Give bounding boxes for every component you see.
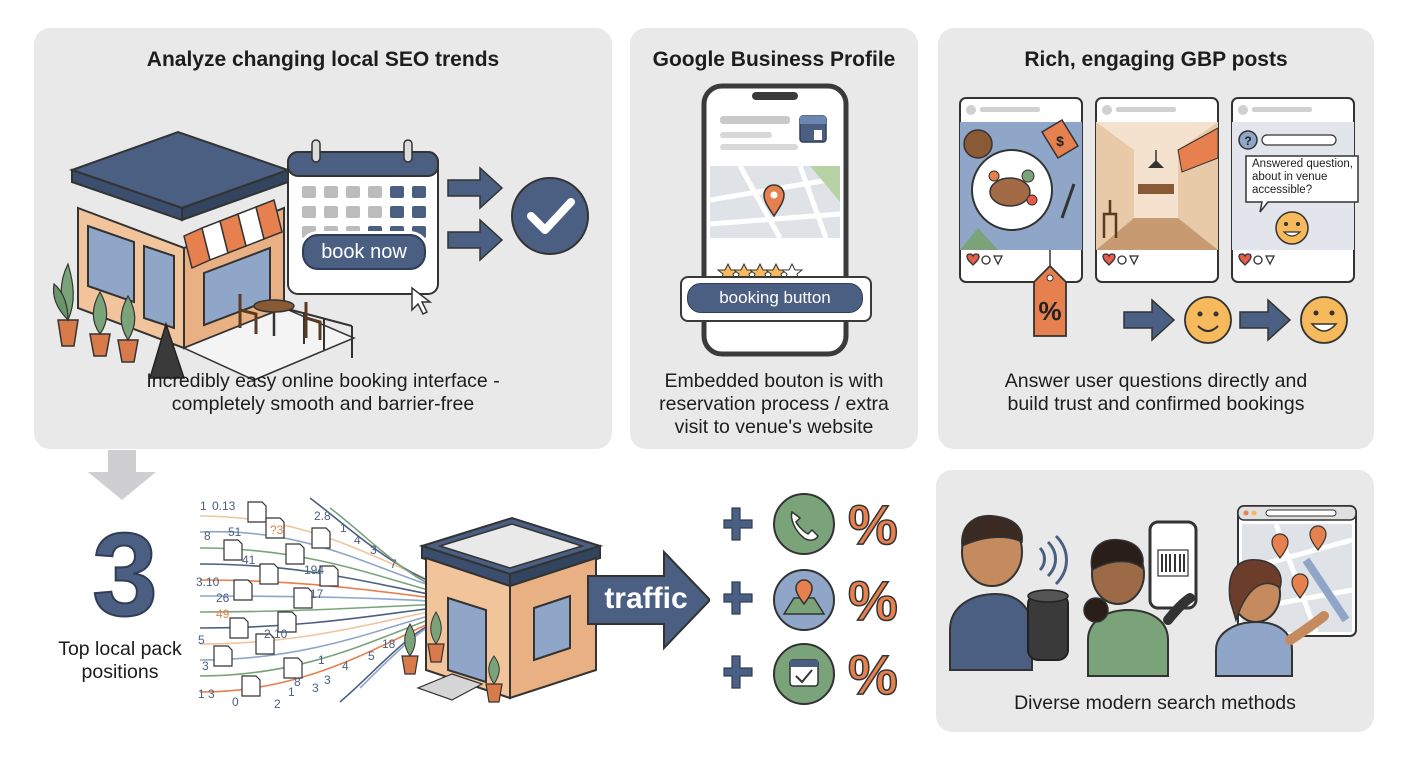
label-line: positions <box>81 661 159 683</box>
stream-number: 4 <box>354 533 361 547</box>
stream-number: 1 <box>200 499 207 513</box>
answer-bubble: Answered question, about in venue access… <box>1252 158 1364 197</box>
panel-trends-title: Analyze changing local SEO trends <box>146 48 500 71</box>
svg-text:%: % <box>1038 296 1061 326</box>
store-icon <box>799 115 827 143</box>
stream-number: 41 <box>242 553 256 567</box>
smart-speaker-icon <box>1027 589 1069 661</box>
stream-number: 8 <box>294 675 301 689</box>
plant-icon <box>52 262 79 347</box>
caption-line: build trust and confirmed bookings <box>1007 393 1305 415</box>
svg-text:?: ? <box>1244 134 1251 148</box>
panel-gbp-caption: Embedded bouton is with reservation proc… <box>630 370 918 439</box>
booking-button[interactable]: booking button <box>687 283 863 313</box>
panel-search-caption: Diverse modern search methods <box>1014 692 1296 714</box>
stream-number: 49 <box>216 607 230 621</box>
data-stream-illustration: 1 0.13 51 8 41 3.10 26 49 5 3 1 3 0 2 1 … <box>196 497 710 711</box>
phone-call-icon <box>773 493 835 555</box>
bubble-line: about in venue <box>1252 171 1328 183</box>
stream-number: 0 <box>232 695 239 709</box>
booking-button-label: booking button <box>719 288 831 307</box>
social-action-icons <box>966 253 1004 266</box>
book-now-button[interactable]: book now <box>302 234 426 270</box>
stream-number: 1 <box>318 653 325 667</box>
stream-number: 2 <box>274 697 281 711</box>
stream-number: 8 <box>204 529 211 543</box>
stream-number: 3.10 <box>196 575 220 589</box>
stream-number: 3 <box>312 681 319 695</box>
stream-number: 5 <box>198 633 205 647</box>
caption-line: Answer user questions directly and <box>1004 370 1308 392</box>
stream-number: 3 <box>324 673 331 687</box>
caption-line: completely smooth and barrier-free <box>171 393 475 415</box>
posts-illustration: $ ? <box>959 97 1359 344</box>
stream-number: 3 <box>370 543 377 557</box>
stream-number: 7 <box>390 557 397 571</box>
caption-line: visit to venue's website <box>674 416 874 438</box>
stream-number: 17 <box>310 587 324 601</box>
label-line: Top local pack <box>58 638 182 660</box>
caption-line: Incredibly easy online booking interface… <box>146 370 500 392</box>
caption-line: Embedded bouton is with <box>664 370 884 392</box>
caption-line: reservation process / extra <box>659 393 889 415</box>
local-pack-label: Top local pack positions <box>40 638 200 684</box>
stream-number: 1 3 <box>198 687 215 701</box>
stream-number: 1 <box>340 521 347 535</box>
price-tag-icon: $ <box>1040 118 1080 160</box>
panel-gbp: Google Business Profile booking <box>630 28 918 449</box>
svg-text:$: $ <box>1056 133 1064 149</box>
stream-number: 1 <box>288 685 295 699</box>
stream-number: 3 <box>202 659 209 673</box>
map-location-icon <box>773 569 835 631</box>
down-arrow <box>88 450 156 500</box>
bubble-line: Answered question, <box>1252 158 1354 170</box>
stream-number: 51 <box>228 525 242 539</box>
search-methods-illustration <box>949 505 1357 677</box>
percent-sign: % <box>848 493 898 556</box>
stream-number: 26 <box>216 591 230 605</box>
stream-number: 194 <box>304 563 324 577</box>
panel-posts-title: Rich, engaging GBP posts <box>1024 48 1288 71</box>
question-icon: ? <box>1238 130 1258 150</box>
stream-number: 2.8 <box>314 509 331 523</box>
stream-number: ?3 <box>270 523 284 537</box>
panel-gbp-title: Google Business Profile <box>652 48 896 71</box>
outcome-icons: % % % <box>723 492 899 707</box>
stream-number: 0.13 <box>212 499 236 513</box>
book-now-label: book now <box>321 241 407 263</box>
bubble-line: accessible? <box>1252 184 1313 196</box>
map-pin-icon <box>763 184 785 218</box>
calendar-check-icon <box>773 643 835 705</box>
panel-trends-caption: Incredibly easy online booking interface… <box>34 370 612 416</box>
stream-number: 5 <box>368 649 375 663</box>
panel-trends: Analyze changing local SEO trends <box>34 28 612 449</box>
traffic-label: traffic <box>604 582 688 615</box>
stream-number: 18 <box>382 637 396 651</box>
percent-sign: % <box>848 569 898 632</box>
stream-number: 4 <box>342 659 349 673</box>
panel-posts: Rich, engaging GBP posts $ <box>938 28 1374 449</box>
stream-number: 2.10 <box>264 627 288 641</box>
local-pack-number: 3 <box>91 509 159 641</box>
percent-sign: % <box>848 643 898 706</box>
panel-search: Diverse modern search methods <box>936 470 1374 732</box>
panel-posts-caption: Answer user questions directly and build… <box>938 370 1374 416</box>
